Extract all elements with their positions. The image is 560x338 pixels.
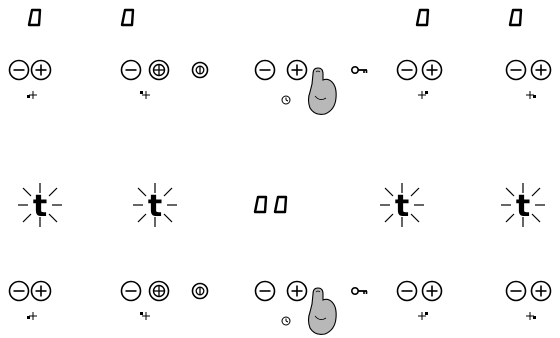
front-left-zone-dot-icon (140, 91, 150, 99)
bottom-zone-2-controls (122, 282, 208, 321)
top-panel: 0 0 0 0 (10, 9, 551, 114)
bottom-panel: t t 00 t t (10, 183, 551, 334)
bottom-timer-plus-button[interactable] (288, 282, 307, 301)
bottom-front-right-zone-dot-icon (526, 312, 536, 320)
finger-press-icon (309, 68, 337, 114)
zone-display-2-text: t (148, 189, 162, 224)
zone-3-plus-button[interactable] (423, 61, 442, 80)
bottom-dual-ring-plus-icon[interactable] (150, 282, 169, 301)
clock-icon (282, 96, 290, 104)
dual-ring-plus-icon[interactable] (150, 61, 169, 80)
top-zone-display-4: 0 (510, 9, 521, 25)
bottom-zone-4-controls (507, 282, 551, 321)
zone-4-plus-button[interactable] (532, 61, 551, 80)
bottom-zone-3-controls (398, 282, 442, 321)
timer-display-text: 00 (267, 196, 269, 198)
power-icon[interactable] (193, 63, 208, 78)
bottom-zone-1-plus-button[interactable] (32, 282, 51, 301)
bottom-timer-minus-button[interactable] (256, 282, 275, 301)
bottom-zone-1-minus-button[interactable] (10, 282, 29, 301)
bottom-zone-3-plus-button[interactable] (423, 282, 442, 301)
bottom-zone-3-minus-button[interactable] (398, 282, 417, 301)
bottom-key-lock-icon[interactable] (352, 288, 367, 294)
bottom-finger-press-icon (309, 288, 337, 334)
zone-display-4-text: t (516, 189, 530, 224)
bottom-rear-right-zone-dot-icon (418, 312, 428, 320)
rear-left-zone-dot-icon (27, 91, 37, 99)
flashing-zone-display-3: t (380, 183, 424, 227)
timer-display: 00 (255, 196, 286, 212)
bottom-zone-1-controls (10, 282, 51, 321)
bottom-front-left-zone-dot-icon (140, 312, 150, 320)
bottom-zone-4-plus-button[interactable] (532, 282, 551, 301)
timer-plus-button[interactable] (288, 61, 307, 80)
zone-4-controls (507, 61, 551, 100)
zone-4-minus-button[interactable] (507, 61, 526, 80)
timer-controls (256, 61, 368, 115)
zone-1-controls (10, 61, 51, 100)
flashing-zone-display-1: t (18, 183, 62, 227)
zone-1-plus-button[interactable] (32, 61, 51, 80)
top-zone-display-3: 0 (417, 9, 428, 25)
top-zone-display-1: 0 (29, 9, 40, 25)
flashing-zone-display-2: t (133, 183, 177, 227)
zone-1-minus-button[interactable] (10, 61, 29, 80)
bottom-clock-icon (282, 317, 290, 325)
bottom-timer-controls (256, 282, 368, 335)
timer-minus-button[interactable] (256, 61, 275, 80)
key-lock-icon[interactable] (352, 67, 367, 73)
bottom-power-icon[interactable] (193, 284, 208, 299)
front-right-zone-dot-icon (526, 91, 536, 99)
flashing-zone-display-4: t (501, 183, 545, 227)
zone-display-1-text: t (33, 189, 47, 224)
bottom-rear-left-zone-dot-icon (27, 312, 37, 320)
bottom-zone-2-minus-button[interactable] (122, 282, 141, 301)
zone-3-controls (398, 61, 442, 100)
zone-3-minus-button[interactable] (398, 61, 417, 80)
top-zone-display-2: 0 (122, 9, 133, 25)
rear-right-zone-dot-icon (418, 91, 428, 99)
zone-display-3-text: t (395, 189, 409, 224)
bottom-zone-4-minus-button[interactable] (507, 282, 526, 301)
zone-2-controls (122, 61, 208, 100)
zone-2-minus-button[interactable] (122, 61, 141, 80)
